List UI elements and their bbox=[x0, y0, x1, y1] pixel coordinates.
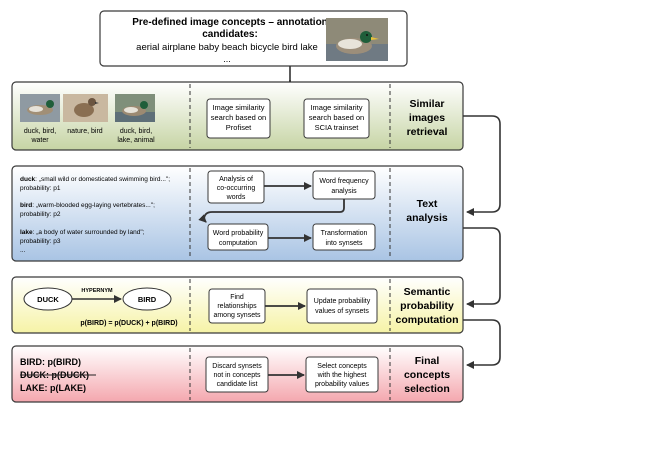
entries-ellipsis: ... bbox=[20, 247, 26, 254]
entry-definition: : „small wild or domesticated swimming b… bbox=[35, 176, 170, 183]
thumbnail-duck: duck, bird, water bbox=[20, 94, 60, 144]
result-bird: BIRD: p(BIRD) bbox=[20, 357, 81, 367]
cooccur-box: Analysis of co-occurring words bbox=[207, 170, 265, 204]
svg-text:lake: „a body of water surroun: lake: „a body of water surrounded by lan… bbox=[20, 229, 145, 236]
stage-title: Final bbox=[415, 355, 440, 367]
header-box: Pre-defined image concepts – annotation … bbox=[99, 10, 408, 67]
box-line: SCIA trainset bbox=[315, 123, 360, 132]
stage-similar-images: duck, bird, water nature, bird duck, bir… bbox=[11, 81, 464, 151]
box-line: co-occurring bbox=[217, 185, 256, 192]
definition-entry: lake: „a body of water surrounded by lan… bbox=[20, 229, 145, 254]
box-line: analysis bbox=[331, 188, 357, 195]
thumbnail-label: water bbox=[30, 137, 49, 144]
box-line: Discard synsets bbox=[212, 363, 262, 370]
box-line: with the highest bbox=[317, 372, 367, 379]
stage-final-selection: BIRD: p(BIRD) DUCK: p(DUCK) LAKE: p(LAKE… bbox=[11, 345, 464, 403]
entry-probability: probability: p1 bbox=[20, 185, 61, 192]
thumbnail-label: lake, animal bbox=[117, 137, 155, 144]
box-line: candidate list bbox=[217, 381, 258, 388]
duck-node: DUCK bbox=[23, 287, 73, 311]
svg-text:bird: „warm-blooded egg-laying: bird: „warm-blooded egg-laying vertebrat… bbox=[20, 202, 155, 209]
stage-semantic-probability: DUCK BIRD HYPERNYM p(BIRD) = p(DUCK) + p… bbox=[11, 276, 464, 334]
thumbnail-label: duck, bird, bbox=[24, 128, 56, 135]
stage-title: probability bbox=[400, 300, 454, 312]
box-line: not in concepts bbox=[213, 372, 261, 379]
scia-search-box: Image similarity search based on SCIA tr… bbox=[303, 98, 370, 139]
entry-word: lake bbox=[20, 229, 33, 236]
header-concepts: aerial airplane baby beach bicycle bird … bbox=[136, 42, 318, 53]
entry-definition: : „warm-blooded egg-laying vertebrates..… bbox=[32, 202, 155, 209]
box-line: relationships bbox=[217, 303, 257, 310]
result-lake: LAKE: p(LAKE) bbox=[20, 383, 86, 393]
stage-title: images bbox=[409, 112, 445, 124]
wordfreq-box: Word frequency analysis bbox=[312, 170, 376, 200]
duck-photo-icon bbox=[326, 18, 388, 61]
box-line: Select concepts bbox=[317, 363, 367, 370]
box-line: Word frequency bbox=[319, 178, 369, 185]
entry-word: duck bbox=[20, 176, 36, 183]
header-ellipsis: ... bbox=[223, 54, 231, 64]
box-line: Update probability bbox=[314, 298, 371, 305]
stage-title: concepts bbox=[404, 369, 450, 381]
entry-word: bird bbox=[20, 202, 32, 209]
box-line: Profiset bbox=[226, 123, 252, 132]
stage-text-analysis: duck: „small wild or domesticated swimmi… bbox=[11, 165, 464, 262]
box-line: Analysis of bbox=[219, 176, 253, 183]
stage-title: selection bbox=[404, 383, 450, 395]
bird-node-label: BIRD bbox=[138, 295, 157, 304]
stage-connectors bbox=[463, 115, 501, 369]
box-line: words bbox=[226, 194, 246, 201]
box-line: Word probability bbox=[213, 230, 264, 237]
box-line: Find bbox=[230, 294, 244, 301]
entry-probability: probability: p3 bbox=[20, 238, 61, 245]
box-line: Transformation bbox=[321, 230, 368, 237]
thumbnail-duck-lake: duck, bird, lake, animal bbox=[115, 94, 155, 144]
svg-text:duck: „small wild or domestica: duck: „small wild or domesticated swimmi… bbox=[20, 176, 170, 183]
entry-definition: : „a body of water surrounded by land"; bbox=[33, 229, 145, 236]
duck-photo-icon bbox=[115, 94, 155, 122]
select-concepts-box: Select concepts with the highest probabi… bbox=[305, 356, 379, 393]
box-line: Image similarity bbox=[212, 103, 264, 112]
definition-entry: bird: „warm-blooded egg-laying vertebrat… bbox=[20, 202, 155, 218]
duck-node-label: DUCK bbox=[37, 295, 59, 304]
entry-probability: probability: p2 bbox=[20, 211, 61, 218]
text-analysis-arrows bbox=[198, 182, 345, 242]
box-line: search based on bbox=[309, 113, 364, 122]
stage-title: Similar bbox=[409, 98, 444, 110]
find-relationships-box: Find relationships among synsets bbox=[208, 288, 266, 324]
definition-entry: duck: „small wild or domesticated swimmi… bbox=[20, 176, 170, 192]
box-line: Image similarity bbox=[310, 103, 362, 112]
bird-node: BIRD bbox=[122, 287, 172, 311]
stage-title: computation bbox=[396, 314, 459, 326]
stage-title: retrieval bbox=[407, 126, 448, 138]
discard-synsets-box: Discard synsets not in concepts candidat… bbox=[205, 356, 269, 393]
hypernym-label: HYPERNYM bbox=[81, 288, 113, 294]
probability-formula: p(BIRD) = p(DUCK) + p(BIRD) bbox=[80, 320, 177, 327]
stage-title: analysis bbox=[406, 212, 448, 224]
header-title-line1: Pre-defined image concepts – annotation bbox=[132, 17, 328, 28]
stage-title: Text bbox=[417, 198, 438, 210]
header-title-line2: candidates: bbox=[202, 29, 258, 40]
bird-photo-icon bbox=[63, 94, 108, 122]
thumbnail-label: nature, bird bbox=[67, 128, 103, 135]
wordprob-box: Word probability computation bbox=[207, 223, 269, 251]
stage-title: Semantic bbox=[404, 286, 451, 298]
box-line: among synsets bbox=[213, 312, 261, 319]
box-line: values of synsets bbox=[315, 308, 369, 315]
box-line: into synsets bbox=[326, 240, 363, 247]
thumbnail-bird: nature, bird bbox=[63, 94, 108, 135]
box-line: search based on bbox=[211, 113, 266, 122]
update-probability-box: Update probability values of synsets bbox=[306, 288, 378, 324]
box-line: computation bbox=[219, 240, 257, 247]
profiset-search-box: Image similarity search based on Profise… bbox=[206, 98, 271, 139]
box-line: probability values bbox=[315, 381, 370, 388]
thumbnail-label: duck, bird, bbox=[120, 128, 152, 135]
duck-photo-icon bbox=[20, 94, 60, 122]
transform-box: Transformation into synsets bbox=[312, 223, 376, 251]
